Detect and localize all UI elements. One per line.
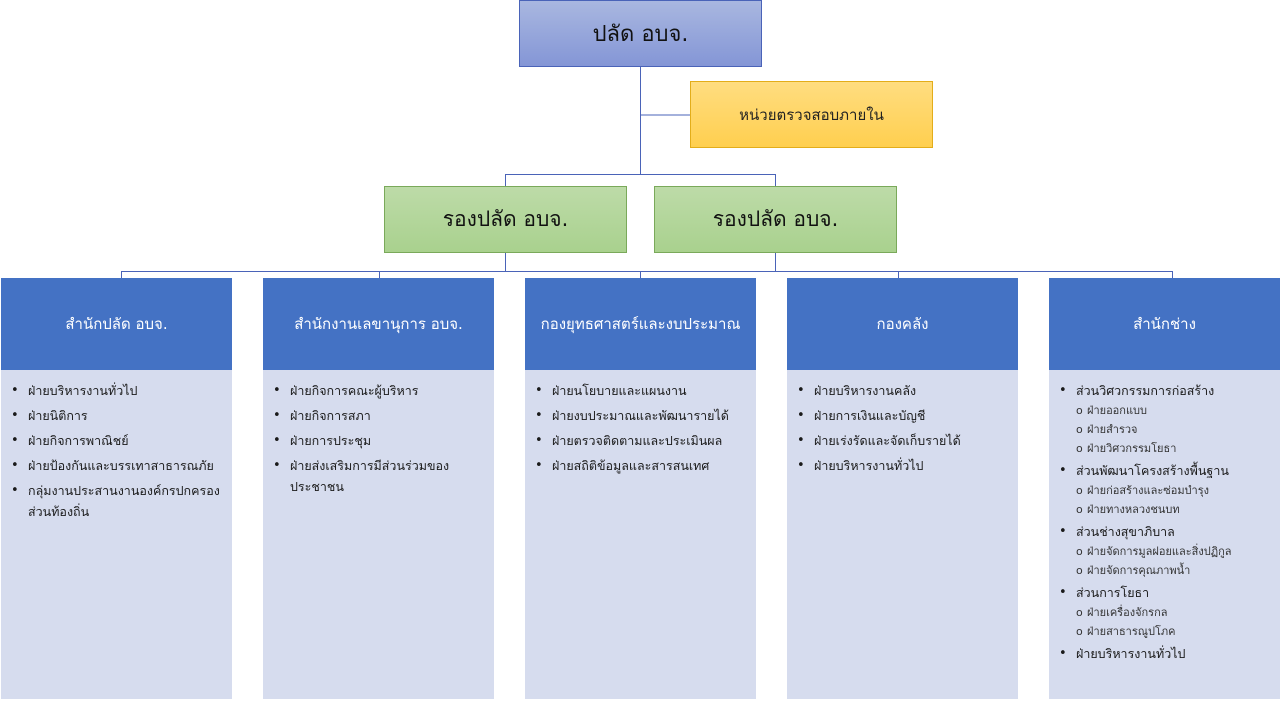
- sub-list-item: ฝ่ายสาธารณูปโภค: [1076, 622, 1272, 641]
- department-title: สำนักช่าง: [1133, 315, 1196, 333]
- department-strategy-and-budget: กองยุทธศาสตร์และงบประมาณ ฝ่ายนโยบายและแผ…: [525, 278, 756, 699]
- sub-unit-list: ฝ่ายเครื่องจักรกล ฝ่ายสาธารณูปโภค: [1076, 603, 1272, 641]
- audit-unit-label: หน่วยตรวจสอบภายใน: [739, 105, 884, 124]
- list-item: ฝ่ายตรวจติดตามและประเมินผล: [535, 430, 748, 451]
- department-header: กองยุทธศาสตร์และงบประมาณ: [525, 278, 756, 370]
- list-item: ฝ่ายกิจการคณะผู้บริหาร: [273, 380, 486, 401]
- list-item: ฝ่ายบริหารงานทั่วไป: [11, 380, 224, 401]
- audit-unit-node: หน่วยตรวจสอบภายใน: [690, 81, 933, 148]
- department-title: สำนักปลัด อบจ.: [65, 315, 168, 333]
- deputy-node-1: รองปลัด อบจ.: [384, 186, 627, 253]
- section-label: ส่วนพัฒนาโครงสร้างพื้นฐาน: [1076, 463, 1229, 478]
- section-label: ฝ่ายบริหารงานทั่วไป: [1076, 646, 1186, 661]
- sub-unit-list: ฝ่ายก่อสร้างและซ่อมบำรุง ฝ่ายทางหลวงชนบท: [1076, 481, 1272, 519]
- list-item: กลุ่มงานประสานงานองค์กรปกครองส่วนท้องถิ่…: [11, 480, 224, 522]
- list-item: ฝ่ายการประชุม: [273, 430, 486, 451]
- sub-unit-list: ฝ่ายออกแบบ ฝ่ายสำรวจ ฝ่ายวิศวกรรมโยธา: [1076, 401, 1272, 458]
- department-header: สำนักปลัด อบจ.: [1, 278, 232, 370]
- list-item: ฝ่ายเร่งรัดและจัดเก็บรายได้: [797, 430, 1010, 451]
- sub-list-item: ฝ่ายก่อสร้างและซ่อมบำรุง: [1076, 481, 1272, 500]
- list-item: ฝ่ายบริหารงานทั่วไป: [1059, 643, 1272, 664]
- top-node-deputy-permanent-secretary: ปลัด อบจ.: [519, 0, 762, 67]
- section-label: ส่วนช่างสุขาภิบาล: [1076, 524, 1175, 539]
- deputy-node-label: รองปลัด อบจ.: [442, 207, 569, 231]
- list-item: ฝ่ายบริหารงานทั่วไป: [797, 455, 1010, 476]
- department-engineering: สำนักช่าง ส่วนวิศวกรรมการก่อสร้าง ฝ่ายออ…: [1049, 278, 1280, 699]
- sub-unit-list: ฝ่ายจัดการมูลฝอยและสิ่งปฏิกูล ฝ่ายจัดการ…: [1076, 542, 1272, 580]
- list-item: ฝ่ายสถิติข้อมูลและสารสนเทศ: [535, 455, 748, 476]
- section-label: ส่วนการโยธา: [1076, 585, 1150, 600]
- list-item: ส่วนการโยธา ฝ่ายเครื่องจักรกล ฝ่ายสาธารณ…: [1059, 582, 1272, 641]
- list-item: ส่วนพัฒนาโครงสร้างพื้นฐาน ฝ่ายก่อสร้างแล…: [1059, 460, 1272, 519]
- list-item: ฝ่ายกิจการสภา: [273, 405, 486, 426]
- top-node-label: ปลัด อบจ.: [592, 22, 689, 47]
- list-item: ฝ่ายการเงินและบัญชี: [797, 405, 1010, 426]
- sub-list-item: ฝ่ายออกแบบ: [1076, 401, 1272, 420]
- department-finance: กองคลัง ฝ่ายบริหารงานคลัง ฝ่ายการเงินและ…: [787, 278, 1018, 699]
- department-unit-list: ฝ่ายบริหารงานทั่วไป ฝ่ายนิติการ ฝ่ายกิจก…: [1, 370, 232, 522]
- list-item: ฝ่ายนโยบายและแผนงาน: [535, 380, 748, 401]
- sub-list-item: ฝ่ายทางหลวงชนบท: [1076, 500, 1272, 519]
- department-unit-list: ส่วนวิศวกรรมการก่อสร้าง ฝ่ายออกแบบ ฝ่ายส…: [1049, 370, 1280, 664]
- department-header: สำนักช่าง: [1049, 278, 1280, 370]
- sub-list-item: ฝ่ายเครื่องจักรกล: [1076, 603, 1272, 622]
- deputy-node-label: รองปลัด อบจ.: [712, 207, 839, 231]
- list-item: ฝ่ายงบประมาณและพัฒนารายได้: [535, 405, 748, 426]
- list-item: ฝ่ายนิติการ: [11, 405, 224, 426]
- department-header: สำนักงานเลขานุการ อบจ.: [263, 278, 494, 370]
- department-unit-list: ฝ่ายนโยบายและแผนงาน ฝ่ายงบประมาณและพัฒนา…: [525, 370, 756, 476]
- department-secretariat-office: สำนักงานเลขานุการ อบจ. ฝ่ายกิจการคณะผู้บ…: [263, 278, 494, 699]
- department-office-of-permanent-secretary: สำนักปลัด อบจ. ฝ่ายบริหารงานทั่วไป ฝ่ายน…: [1, 278, 232, 699]
- list-item: ฝ่ายบริหารงานคลัง: [797, 380, 1010, 401]
- list-item: ส่วนช่างสุขาภิบาล ฝ่ายจัดการมูลฝอยและสิ่…: [1059, 521, 1272, 580]
- department-title: กองยุทธศาสตร์และงบประมาณ: [540, 315, 741, 333]
- deputy-node-2: รองปลัด อบจ.: [654, 186, 897, 253]
- department-title: สำนักงานเลขานุการ อบจ.: [294, 315, 463, 333]
- department-header: กองคลัง: [787, 278, 1018, 370]
- department-unit-list: ฝ่ายบริหารงานคลัง ฝ่ายการเงินและบัญชี ฝ่…: [787, 370, 1018, 476]
- list-item: ฝ่ายกิจการพาณิชย์: [11, 430, 224, 451]
- sub-list-item: ฝ่ายจัดการคุณภาพน้ำ: [1076, 561, 1272, 580]
- sub-list-item: ฝ่ายจัดการมูลฝอยและสิ่งปฏิกูล: [1076, 542, 1272, 561]
- list-item: ส่วนวิศวกรรมการก่อสร้าง ฝ่ายออกแบบ ฝ่ายส…: [1059, 380, 1272, 458]
- department-unit-list: ฝ่ายกิจการคณะผู้บริหาร ฝ่ายกิจการสภา ฝ่า…: [263, 370, 494, 497]
- list-item: ฝ่ายส่งเสริมการมีส่วนร่วมของประชาชน: [273, 455, 486, 497]
- section-label: ส่วนวิศวกรรมการก่อสร้าง: [1076, 383, 1215, 398]
- list-item: ฝ่ายป้องกันและบรรเทาสาธารณภัย: [11, 455, 224, 476]
- sub-list-item: ฝ่ายสำรวจ: [1076, 420, 1272, 439]
- sub-list-item: ฝ่ายวิศวกรรมโยธา: [1076, 439, 1272, 458]
- department-title: กองคลัง: [876, 315, 929, 333]
